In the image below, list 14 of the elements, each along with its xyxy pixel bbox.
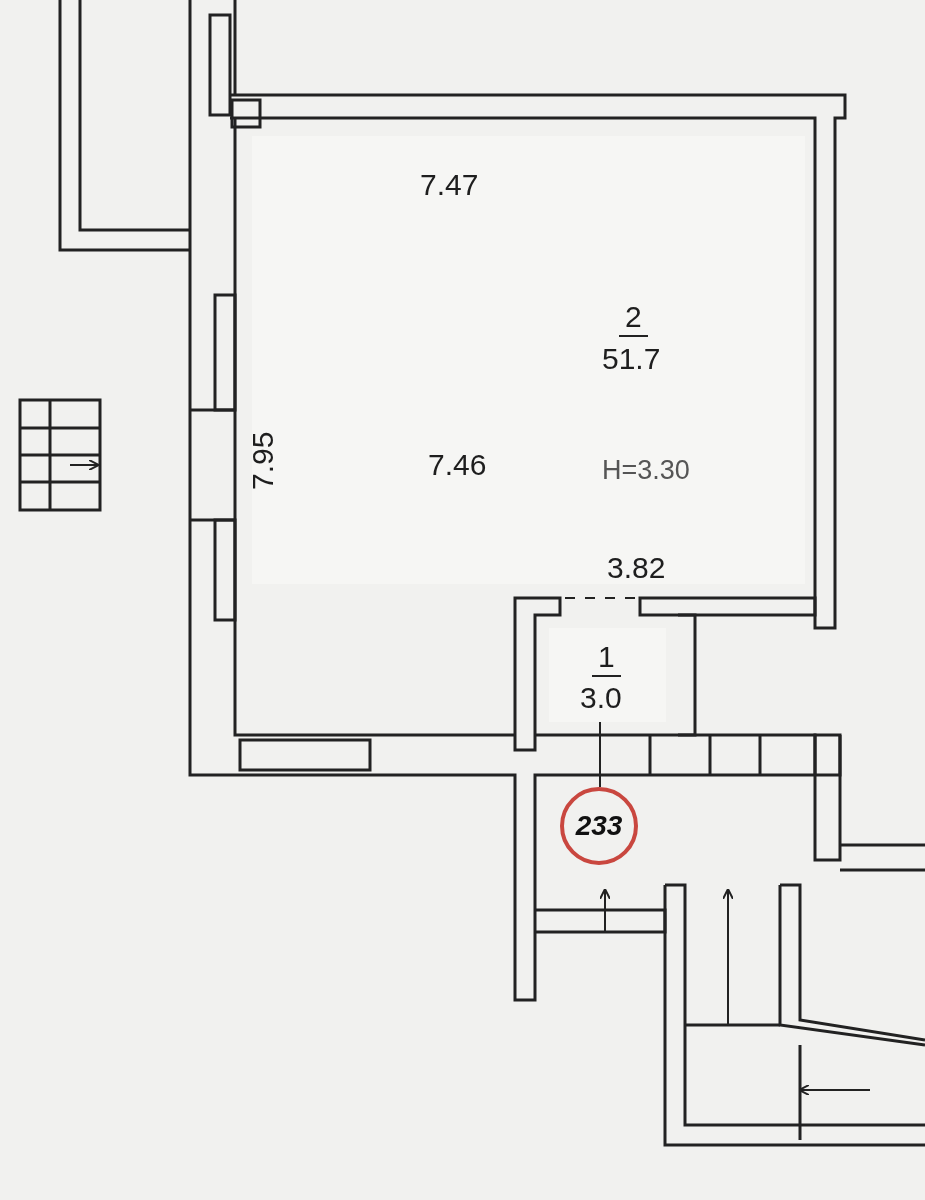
stamp-number: 233 — [575, 810, 623, 842]
dimension-label: 7.46 — [428, 450, 487, 480]
ceiling-height: H=3.30 — [602, 457, 690, 484]
room-area-value: 51.7 — [602, 344, 661, 374]
stamp-circle — [560, 787, 638, 865]
dimension-label: 3.82 — [607, 553, 666, 583]
room-number: 1 — [592, 642, 621, 677]
dimension-label: 7.47 — [420, 170, 479, 200]
room-number: 2 — [619, 302, 648, 337]
leader-line — [599, 721, 601, 788]
room-area — [549, 628, 666, 722]
room-area-value: 3.0 — [580, 683, 622, 713]
dimension-label: 7.95 — [248, 431, 278, 490]
room-area — [252, 136, 805, 584]
